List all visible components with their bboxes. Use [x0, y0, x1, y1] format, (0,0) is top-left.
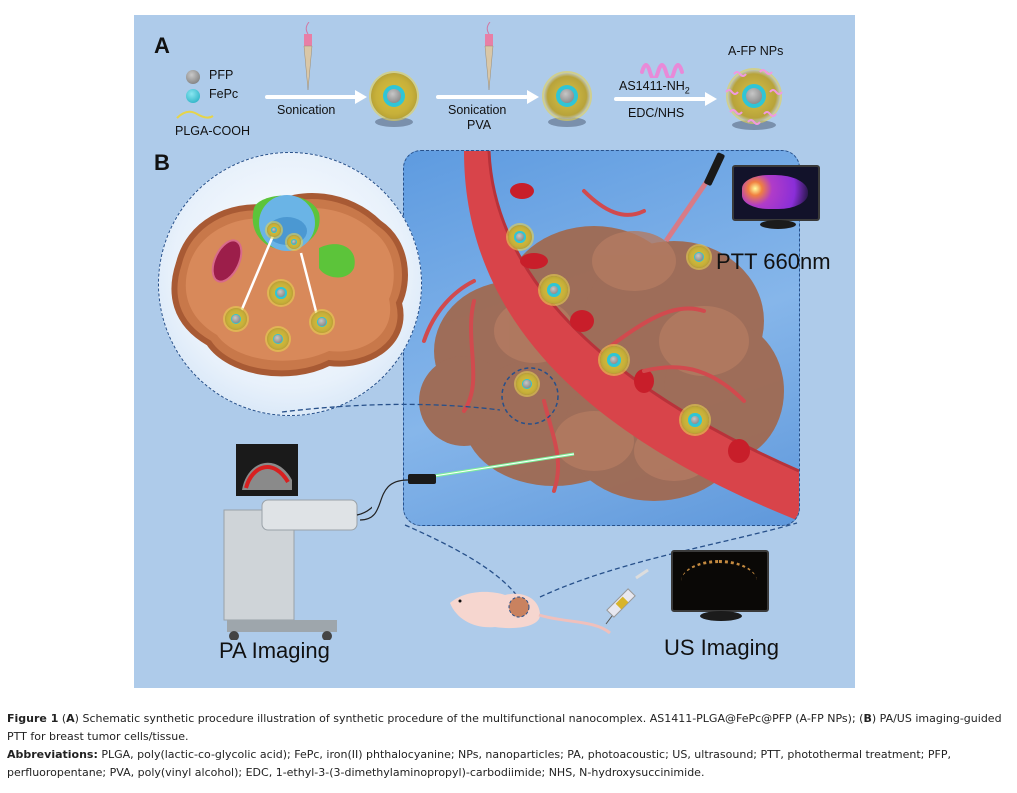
step2-label-line1: Sonication: [448, 103, 507, 117]
aptamer-label: AS1411-NH2: [619, 79, 690, 96]
sonication-probe-icon-2: [484, 22, 494, 91]
nanoparticle-plga-icon: [371, 73, 417, 127]
fepc-legend-icon: [186, 89, 200, 103]
aptamer-icon: [640, 63, 684, 78]
plga-chain-icon: [176, 110, 214, 119]
syringe-icon: [605, 568, 649, 625]
step3-label-top: AS1411-NH2: [619, 79, 690, 96]
caption-part-a-text: Schematic synthetic procedure illustrati…: [82, 712, 860, 725]
step3-arrow: [614, 97, 706, 101]
caption-part-b-label: B: [863, 712, 872, 725]
figure-label: Figure 1: [7, 712, 59, 725]
figure-caption: Figure 1 (A) Schematic synthetic procedu…: [7, 712, 1002, 743]
nanoparticle-in-vessel: [508, 225, 532, 249]
legend-plga-label: PLGA-COOH: [175, 124, 251, 138]
step2-arrow-head: [527, 90, 539, 104]
legend-pfp-label: PFP: [209, 68, 234, 82]
step1-label: Sonication: [277, 103, 336, 117]
nanoparticle-in-cell: [267, 328, 289, 350]
product-label: A-FP NPs: [728, 44, 784, 58]
pfp-legend-icon: [186, 70, 200, 84]
step1-arrow: [265, 95, 357, 99]
thermal-image: [742, 175, 808, 209]
step1-arrow-head: [355, 90, 367, 104]
subscript: 2: [684, 85, 690, 96]
ptt-label: PTT 660nm: [716, 249, 831, 274]
us-monitor-stand: [700, 611, 742, 621]
laser-probe-icon: [704, 152, 725, 186]
nanoparticle-in-tissue: [516, 373, 538, 395]
step2-label-line2: PVA: [467, 118, 492, 132]
panel-a-letter: A: [154, 33, 170, 58]
monitor-stand: [760, 220, 796, 229]
nanoparticle-in-vessel: [600, 346, 628, 374]
panel-b-letter: B: [154, 150, 170, 175]
caption-part-b-text: PA/US imaging-guided PTT for breast tumo…: [7, 712, 1002, 743]
caption-part-a-label: A: [66, 712, 75, 725]
legend-fepc-label: FePc: [209, 87, 239, 101]
pa-imaging-label: PA Imaging: [219, 638, 330, 663]
abbreviations: Abbreviations: PLGA, poly(lactic-co-glyc…: [7, 746, 1012, 782]
nanoparticle-in-tissue: [688, 246, 710, 268]
nanoparticle-pva-icon: [544, 73, 590, 127]
cell-zoom-circle: [158, 152, 422, 416]
nanoparticle-in-vessel: [540, 276, 568, 304]
step3-arrow-head: [705, 92, 717, 106]
aptamer-corona-icon: [725, 69, 783, 125]
thermal-monitor-icon: [732, 165, 820, 221]
step2-arrow: [436, 95, 528, 99]
abbreviations-label: Abbreviations:: [7, 748, 98, 761]
nanoparticle-in-cell: [225, 308, 247, 330]
tumor-vessel-icon: [419, 151, 799, 521]
nanoparticle-in-vessel: [681, 406, 709, 434]
nanoparticle-in-nucleus: [267, 223, 281, 237]
mouse-icon: [450, 591, 611, 635]
abbreviations-text: PLGA, poly(lactic-co-glycolic acid); FeP…: [7, 748, 951, 779]
nanoparticle-in-cell: [311, 311, 333, 333]
sonication-probe-icon: [303, 22, 313, 91]
us-monitor-icon: [671, 550, 769, 612]
ultrasound-machine-icon: [223, 444, 372, 640]
us-imaging-label: US Imaging: [664, 635, 779, 660]
nanoparticle-in-cell: [269, 281, 293, 305]
probe-cable-icon: [360, 474, 436, 521]
us-image: [681, 560, 757, 603]
nanoparticle-in-nucleus: [287, 235, 301, 249]
step3-label-bottom: EDC/NHS: [628, 106, 685, 120]
